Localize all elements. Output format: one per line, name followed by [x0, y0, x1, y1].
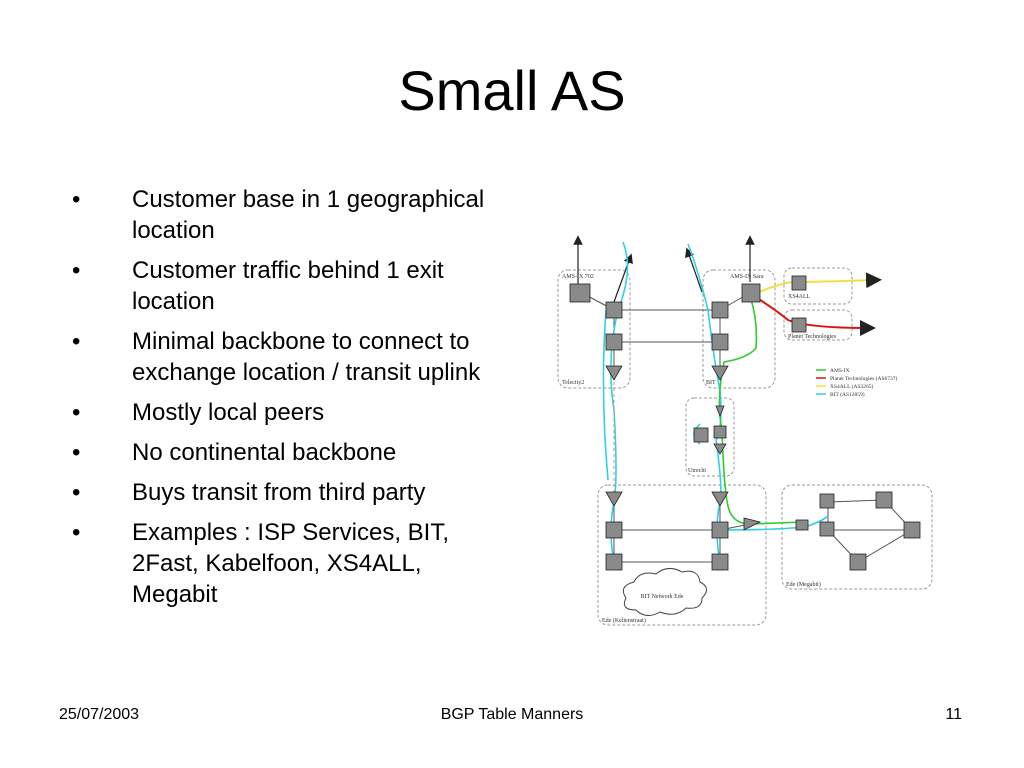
label-planet: Planet Technologies — [788, 334, 837, 340]
site-box-megabit — [781, 484, 933, 590]
firewall-bit — [711, 365, 729, 381]
router-planet — [791, 317, 807, 333]
bullet-text: Mostly local peers — [132, 399, 325, 426]
bullet-item: • Examples : ISP Services, BIT, 2Fast, Ka… — [60, 517, 500, 610]
router-telecity-2 — [605, 333, 623, 351]
legend-label: AMS-IX — [830, 368, 850, 374]
site-box-bit — [702, 269, 776, 389]
ede-firewall-2 — [711, 491, 729, 507]
bullet-item: • Customer base in 1 geographical locatio… — [60, 184, 500, 246]
amsix-links — [718, 295, 805, 525]
bullet-text: Examples : ISP Services, BIT, 2Fast, Kab… — [132, 519, 450, 608]
firewall-telecity — [605, 365, 623, 381]
router-bit-2 — [711, 333, 729, 351]
megabit-router-3 — [849, 553, 867, 571]
devices — [569, 275, 921, 571]
label-utrecht: Utrecht — [688, 468, 706, 474]
ede-firewall-1 — [605, 491, 623, 507]
network-diagram: BIT Network Ede Telecity2 BIT AMS-IX 702… — [557, 235, 933, 626]
ede-router-1 — [605, 521, 623, 539]
site-box-xs4all — [783, 267, 853, 305]
bullet-list: • Customer base in 1 geographical locatio… — [60, 184, 500, 619]
bullet-item: • Minimal backbone to connect to exchange… — [60, 326, 500, 388]
router-telecity — [569, 283, 591, 303]
utrecht-router — [693, 427, 709, 443]
router-xs4all — [791, 275, 807, 291]
legend-label: Planet Technologies (AS6737) — [830, 375, 898, 382]
label-ams-right: AMS-IX Sara — [730, 274, 764, 280]
label-bit: BIT — [706, 380, 716, 386]
bullet-text: Customer traffic behind 1 exit location — [132, 257, 444, 315]
planet-link — [753, 295, 876, 336]
megabit-link-device — [795, 519, 809, 531]
legend-label: XS4ALL (AS3265) — [830, 383, 874, 390]
bullet-dot: • — [72, 399, 81, 426]
switch-telecity — [605, 301, 623, 319]
ede-switch-1 — [605, 553, 623, 571]
bullet-text: No continental backbone — [132, 439, 397, 466]
bullet-text: Minimal backbone to connect to exchange … — [132, 328, 481, 386]
utrecht-top — [715, 405, 725, 418]
bullet-dot: • — [72, 186, 81, 213]
site-box-planet — [783, 309, 853, 341]
site-box-telecity — [557, 269, 631, 389]
bullet-text: Buys transit from third party — [132, 479, 426, 506]
router-bit — [741, 283, 761, 303]
switch-bit — [711, 301, 729, 319]
footer-page-number: 11 — [945, 706, 962, 723]
bullet-dot: • — [72, 439, 81, 466]
bullet-text: Customer base in 1 geographical location — [132, 186, 485, 244]
footer-date: 25/07/2003 — [59, 706, 140, 723]
ede-switch-2 — [711, 553, 729, 571]
slide-title: Small AS — [398, 59, 626, 122]
cloud-shape — [622, 568, 707, 616]
label-telecity: Telecity2 — [562, 380, 584, 386]
megabit-switch-2 — [819, 521, 835, 537]
megabit-router-2 — [903, 521, 921, 539]
megabit-router-1 — [875, 491, 893, 509]
ede-link-device — [743, 517, 762, 531]
footer-title: BGP Table Manners — [440, 706, 584, 723]
site-box-ede — [597, 484, 767, 626]
label-ede: Ede (Keltenstraat) — [602, 617, 646, 624]
cloud-label: BIT Network Ede — [641, 594, 684, 600]
utrecht-switch — [713, 425, 727, 439]
bullet-dot: • — [72, 519, 81, 546]
utrecht-bottom — [713, 443, 727, 455]
legend-label: BIT (AS12859) — [830, 391, 865, 398]
label-xs4all: XS4ALL — [788, 294, 811, 300]
ede-router-2 — [711, 521, 729, 539]
bullet-item: • Customer traffic behind 1 exit location — [60, 255, 500, 317]
site-box-utrecht — [685, 397, 735, 477]
label-megabit: Ede (Megabit) — [786, 581, 821, 588]
bullet-dot: • — [72, 257, 81, 284]
bullet-item: • Buys transit from third party — [60, 477, 500, 508]
bullet-item: • No continental backbone — [60, 437, 500, 468]
megabit-switch-1 — [819, 493, 835, 509]
xs4all-link — [753, 272, 882, 295]
legend: AMS-IX Planet Technologies (AS6737) XS4A… — [816, 368, 898, 398]
uplink-arrows — [573, 235, 755, 303]
bullet-item: • Mostly local peers — [60, 397, 500, 428]
bullet-dot: • — [72, 328, 81, 355]
bullet-dot: • — [72, 479, 81, 506]
label-ams-left: AMS-IX 702 — [562, 274, 594, 280]
